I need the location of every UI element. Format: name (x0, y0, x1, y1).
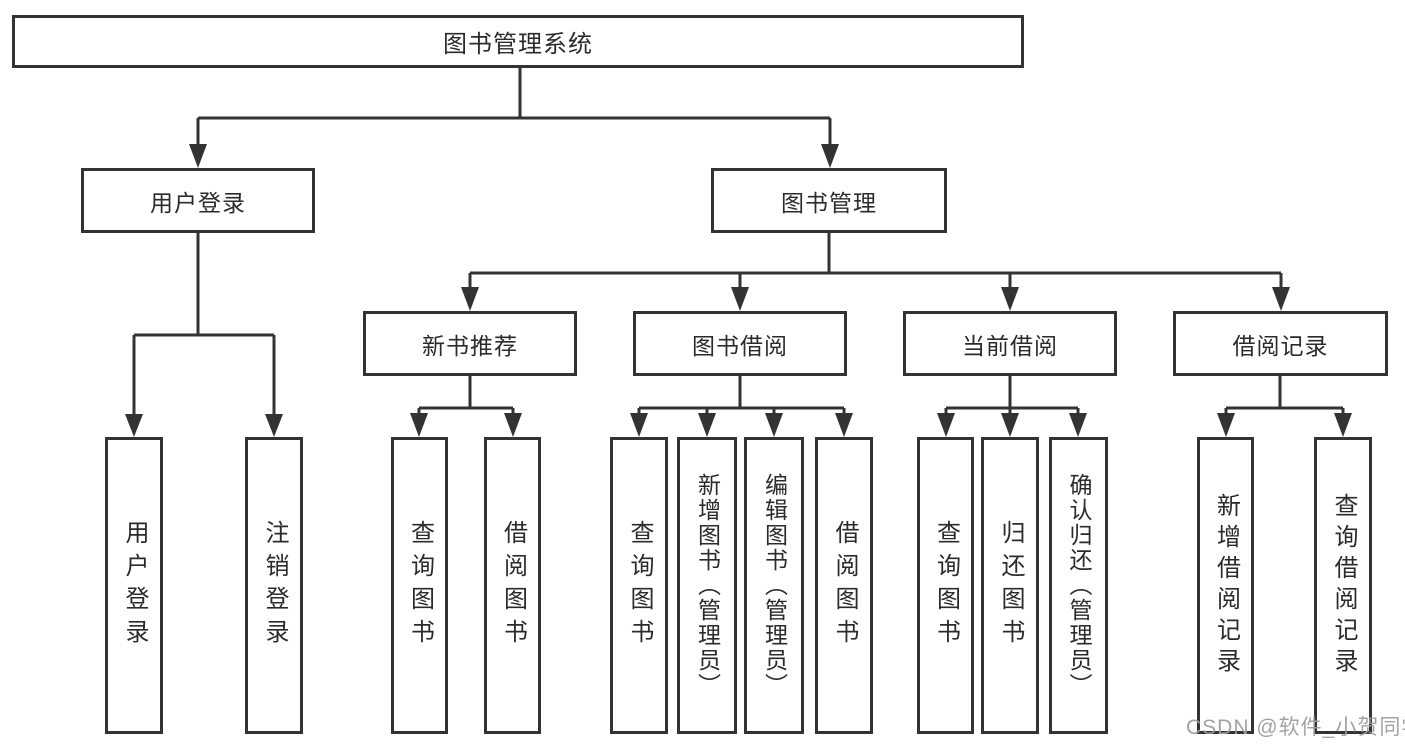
node-new-book-recommend: 新书推荐 (363, 311, 577, 376)
leaf-borrow-books-recommend: 借阅图书 (484, 437, 541, 734)
node-current-borrow-label: 当前借阅 (962, 332, 1058, 359)
leaf-add-book-admin-label: 新增图书（管理员） (694, 473, 721, 698)
node-root-label: 图书管理系统 (443, 31, 593, 58)
node-root: 图书管理系统 (12, 15, 1024, 68)
leaf-confirm-return-admin-label: 确认归还（管理员） (1066, 473, 1092, 698)
leaf-user-login: 用户登录 (105, 437, 163, 734)
node-borrow-records: 借阅记录 (1173, 311, 1388, 376)
node-book-management: 图书管理 (711, 168, 947, 233)
leaf-query-books-recommend: 查询图书 (391, 437, 448, 734)
leaf-query-books-borrow: 查询图书 (610, 437, 668, 734)
leaf-query-books-borrow-label: 查询图书 (626, 519, 653, 652)
leaf-query-books-current-label: 查询图书 (932, 519, 960, 652)
leaf-query-books-current: 查询图书 (917, 437, 974, 734)
leaf-borrow-books-recommend-label: 借阅图书 (499, 519, 527, 652)
node-new-book-recommend-label: 新书推荐 (422, 332, 518, 359)
node-book-management-label: 图书管理 (781, 189, 877, 216)
node-user-login: 用户登录 (81, 168, 315, 233)
leaf-query-books-recommend-label: 查询图书 (406, 519, 434, 652)
leaf-add-borrow-record-label: 新增借阅记录 (1212, 492, 1240, 679)
node-current-borrow: 当前借阅 (903, 311, 1117, 376)
leaf-borrow-books-2: 借阅图书 (815, 437, 873, 734)
leaf-borrow-books-2-label: 借阅图书 (831, 519, 858, 652)
leaf-logout-label: 注销登录 (261, 519, 288, 652)
node-book-borrow: 图书借阅 (633, 311, 847, 376)
leaf-query-borrow-record: 查询借阅记录 (1314, 437, 1372, 734)
leaf-add-book-admin: 新增图书（管理员） (677, 437, 737, 734)
leaf-edit-book-admin: 编辑图书（管理员） (744, 437, 804, 734)
leaf-add-borrow-record: 新增借阅记录 (1197, 437, 1254, 734)
node-book-borrow-label: 图书借阅 (692, 332, 788, 359)
node-borrow-records-label: 借阅记录 (1232, 332, 1329, 359)
leaf-logout: 注销登录 (245, 437, 303, 734)
leaf-confirm-return-admin: 确认归还（管理员） (1049, 437, 1108, 734)
node-user-login-label: 用户登录 (150, 189, 246, 216)
leaf-return-book-label: 归还图书 (997, 519, 1024, 652)
leaf-return-book: 归还图书 (981, 437, 1039, 734)
leaf-query-borrow-record-label: 查询借阅记录 (1330, 492, 1357, 679)
leaf-user-login-label: 用户登录 (121, 519, 148, 652)
leaf-edit-book-admin-label: 编辑图书（管理员） (761, 473, 788, 698)
watermark: CSDN @软件_小贺同学 (1186, 716, 1405, 739)
